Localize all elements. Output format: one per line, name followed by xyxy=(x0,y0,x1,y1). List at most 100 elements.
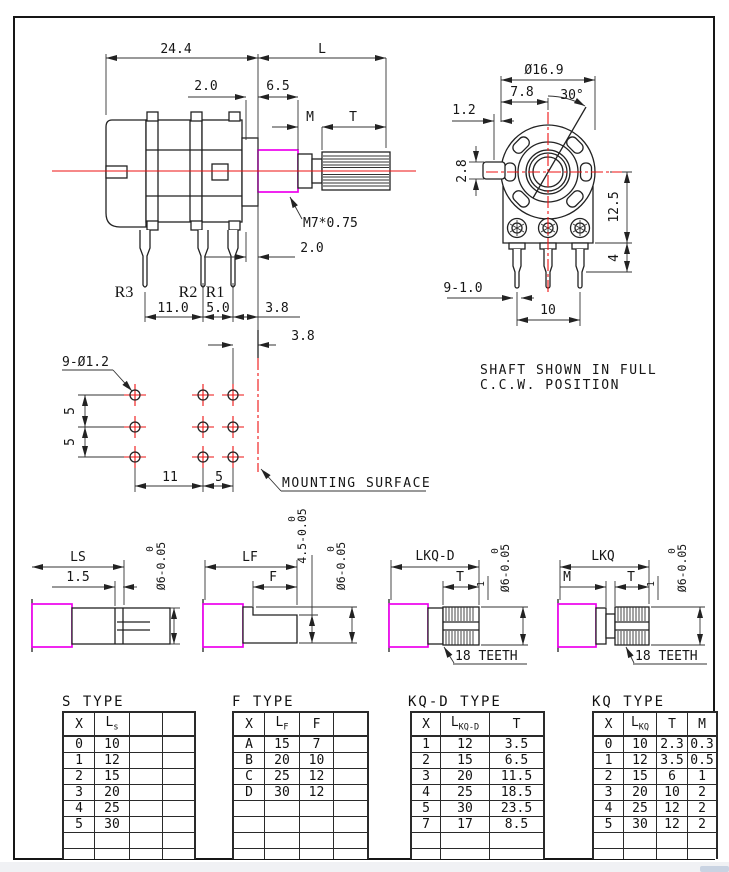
thread-spec: M7*0.75 xyxy=(303,216,358,231)
table-cell xyxy=(592,848,624,859)
table-cell: 25 xyxy=(94,800,130,817)
dim-5-vert-a: 5 xyxy=(63,407,78,415)
anti-rotation-tab xyxy=(482,161,506,180)
table-cell xyxy=(129,832,163,849)
dim-6-5: 6.5 xyxy=(266,79,289,94)
tolerance-upper-flat: 0 xyxy=(287,516,298,522)
table-cell xyxy=(299,848,334,859)
table-cell xyxy=(333,752,369,769)
table-cell xyxy=(333,848,369,859)
dim-M: M xyxy=(306,110,314,125)
dim-2-8: 2.8 xyxy=(455,159,470,182)
dim-t-lkq: T xyxy=(627,570,635,585)
table-cell: 7 xyxy=(299,735,334,753)
table-cell: 4 xyxy=(62,800,95,817)
table-cell: 30 xyxy=(440,800,490,817)
scrollbar-track[interactable] xyxy=(0,862,729,872)
table-cell xyxy=(129,784,163,801)
table-cell xyxy=(129,768,163,785)
kq-type-title: KQ TYPE xyxy=(592,694,666,710)
scrollbar-thumb[interactable] xyxy=(700,866,729,872)
dim-lkqd: LKQ-D xyxy=(415,549,454,564)
table-cell: 12 xyxy=(656,800,688,817)
front-view: Ø16.9 7.8 30° 1.2 2.8 12.5 4 9-1.0 10 xyxy=(443,63,632,326)
table-cell xyxy=(656,848,688,859)
column-header: LF xyxy=(264,711,300,737)
table-cell: 20 xyxy=(623,784,657,801)
table-cell xyxy=(94,832,130,849)
table-cell xyxy=(94,848,130,859)
column-header: F xyxy=(299,711,334,737)
table-cell xyxy=(162,752,196,769)
dim-3-8-mount: 3.8 xyxy=(291,329,314,344)
table-cell: 3.5 xyxy=(656,752,688,769)
table-cell: C xyxy=(232,768,265,785)
table-cell: 20 xyxy=(94,784,130,801)
dim-7-8: 7.8 xyxy=(510,85,533,100)
table-cell: 10 xyxy=(299,752,334,769)
table-cell: 30 xyxy=(264,784,300,801)
dim-12-5: 12.5 xyxy=(607,191,622,222)
dim-dia-lkqd: Ø6-0.05 xyxy=(498,544,512,592)
table-cell: 15 xyxy=(440,752,490,769)
tolerance-upper-lkqd: 0 xyxy=(490,548,501,554)
table-cell: 2 xyxy=(410,752,441,769)
shaft-note-line1: SHAFT SHOWN IN FULL xyxy=(480,363,657,378)
dim-11-0: 11.0 xyxy=(157,301,188,316)
table-cell xyxy=(333,735,369,753)
table-cell xyxy=(299,832,334,849)
dim-f: F xyxy=(269,570,277,585)
table-cell xyxy=(264,800,300,817)
dim-30deg: 30° xyxy=(560,88,583,103)
dim-body-width: 24.4 xyxy=(160,42,191,57)
table-cell xyxy=(264,832,300,849)
dim-5-0: 5.0 xyxy=(206,301,229,316)
table-cell: 10 xyxy=(656,784,688,801)
table-cell xyxy=(687,832,718,849)
table-cell: 20 xyxy=(264,752,300,769)
table-cell xyxy=(232,800,265,817)
pin-label-r1: R1 xyxy=(206,284,225,301)
table-cell: 12 xyxy=(299,784,334,801)
table-cell xyxy=(656,832,688,849)
side-view: 24.4 L 2.0 6.5 M T M7*0.75 2.0 R3 R2 R1 … xyxy=(52,42,416,355)
dim-t-lkqd: T xyxy=(456,570,464,585)
dim-T: T xyxy=(349,110,357,125)
pin-label-r3: R3 xyxy=(115,284,134,301)
table-cell: 0 xyxy=(62,735,95,753)
pin-label-r2: R2 xyxy=(179,284,198,301)
table-cell xyxy=(333,832,369,849)
table-cell: 10 xyxy=(623,735,657,753)
dim-1-lkqd: 1 xyxy=(476,581,487,587)
dim-dia-lkq: Ø6-0.05 xyxy=(675,544,689,592)
mounting-holes xyxy=(124,384,244,468)
dim-flat: 4.5-0.05 xyxy=(295,508,309,563)
dim-3-8-side: 3.8 xyxy=(265,301,288,316)
column-header: M xyxy=(687,711,718,737)
table-cell: 25 xyxy=(440,784,490,801)
table-cell: 4 xyxy=(592,800,624,817)
table-cell xyxy=(264,816,300,833)
table-cell xyxy=(62,848,95,859)
table-cell xyxy=(162,735,196,753)
table-cell xyxy=(687,848,718,859)
table-cell xyxy=(299,816,334,833)
table-cell xyxy=(299,800,334,817)
table-cell xyxy=(162,768,196,785)
table-cell xyxy=(333,800,369,817)
table-cell: 5 xyxy=(592,816,624,833)
table-cell: 3 xyxy=(592,784,624,801)
table-cell: 1 xyxy=(62,752,95,769)
mounting-pattern: 9-Ø1.2 5 5 3.8 11 5 MOUNTING SURFACE xyxy=(62,329,430,492)
table-cell xyxy=(333,784,369,801)
table-cell: 8.5 xyxy=(489,816,545,833)
dim-4: 4 xyxy=(607,254,622,262)
column-header: T xyxy=(656,711,688,737)
table-cell xyxy=(623,832,657,849)
column-header xyxy=(129,711,163,737)
dim-1-2: 1.2 xyxy=(452,103,475,118)
dim-lf: LF xyxy=(242,550,258,565)
